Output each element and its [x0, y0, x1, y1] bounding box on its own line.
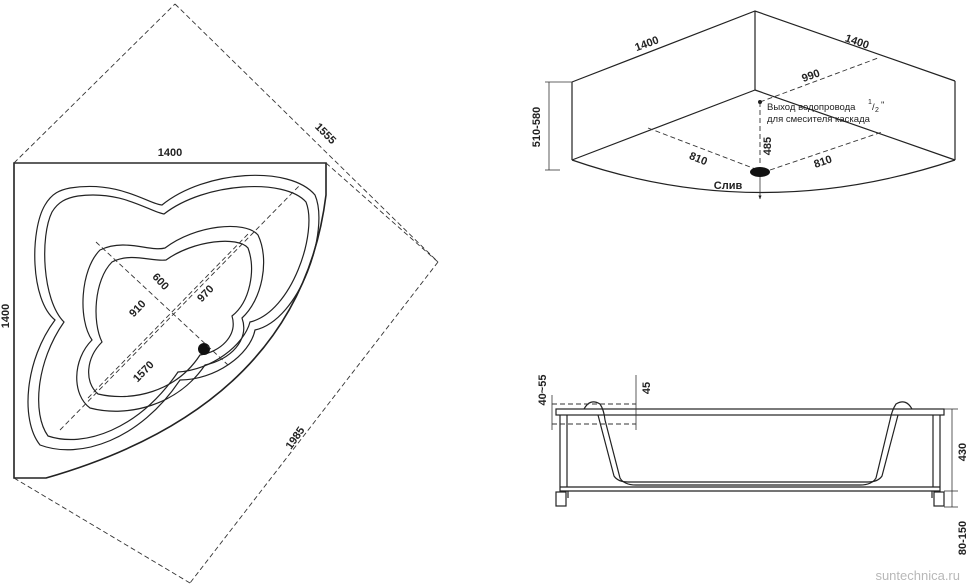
iso-water-outlet-mark: " — [881, 100, 884, 111]
iso-floor-right — [754, 89, 956, 161]
plan-dim-1985-line-2 — [189, 261, 439, 584]
iso-drain — [750, 167, 770, 177]
iso-height-label: 510-580 — [531, 107, 543, 147]
plan-dim-970-label: 970 — [195, 283, 216, 305]
side-rim-range-label: 40~55 — [537, 375, 549, 406]
plan-outer-outline — [13, 162, 327, 479]
iso-dim-810-right-label: 810 — [812, 154, 833, 171]
iso-top-back — [571, 10, 956, 83]
iso-side-right-label: 1400 — [843, 33, 870, 52]
plan-inner-basin — [76, 225, 265, 412]
side-tub-inner — [597, 414, 899, 483]
plan-dim-910-label: 910 — [127, 298, 148, 320]
plan-dim-1985-ref — [325, 162, 439, 263]
side-leg-right — [933, 491, 945, 507]
side-leg-left — [555, 491, 567, 507]
iso-water-outlet-line2: для смесителя каскада — [767, 114, 871, 125]
plan-dim-1570-line — [59, 184, 301, 431]
iso-dim-810-right-line — [769, 131, 883, 171]
iso-water-outlet-fraction-slash: / — [872, 102, 875, 113]
plan-dim-1570-label: 1570 — [131, 359, 157, 385]
iso-dim-810-left-label: 810 — [687, 150, 709, 168]
plan-dim-left-label: 1400 — [0, 304, 12, 328]
iso-side-left-label: 1400 — [633, 34, 660, 54]
plan-dim-600-line — [95, 241, 229, 366]
plan-dim-600-label: 600 — [150, 271, 171, 293]
plan-inner-basin-seat — [88, 240, 253, 398]
plan-dim-1985-line — [13, 477, 191, 584]
side-rim — [555, 408, 945, 416]
iso-depth-label: 990 — [800, 67, 821, 85]
side-tub-body — [583, 401, 913, 486]
plan-dim-top-label: 1400 — [158, 147, 182, 159]
iso-dim-810-left-line — [647, 127, 759, 171]
plan-view: 1400 1400 1555 1985 600 910 970 1570 — [0, 3, 439, 584]
plan-rim-contour-inner — [38, 186, 310, 440]
iso-front-arc — [571, 159, 956, 194]
iso-view: 510-580 1400 1400 990 Выход водопровода … — [531, 10, 956, 200]
iso-water-outlet-marker — [758, 100, 762, 104]
iso-water-outlet-line1: Выход водопровода — [767, 102, 856, 113]
iso-floor-left — [571, 89, 756, 161]
side-legs-range-label: 80-150 — [957, 521, 969, 555]
plan-dim-1985-label: 1985 — [284, 425, 308, 452]
plan-dim-1555-line — [13, 3, 176, 164]
iso-dim-990-line — [759, 57, 879, 103]
plan-drain — [198, 343, 210, 355]
plan-dim-1555-line-2 — [174, 3, 439, 263]
iso-drain-label: Слив — [714, 180, 743, 192]
watermark: suntechnica.ru — [875, 568, 960, 583]
iso-water-outlet-fraction-den: 2 — [875, 107, 879, 114]
side-height-430-label: 430 — [957, 443, 969, 461]
side-view: 40~55 45 430 80-150 — [537, 375, 969, 556]
iso-dim-485-label: 485 — [762, 137, 774, 155]
plan-dim-1555-label: 1555 — [312, 121, 338, 147]
iso-water-outlet-fraction-num: 1 — [868, 99, 872, 106]
plan-dim-910-line — [87, 231, 251, 399]
plan-rim-contour — [27, 174, 320, 451]
side-rim-45-label: 45 — [641, 382, 653, 394]
